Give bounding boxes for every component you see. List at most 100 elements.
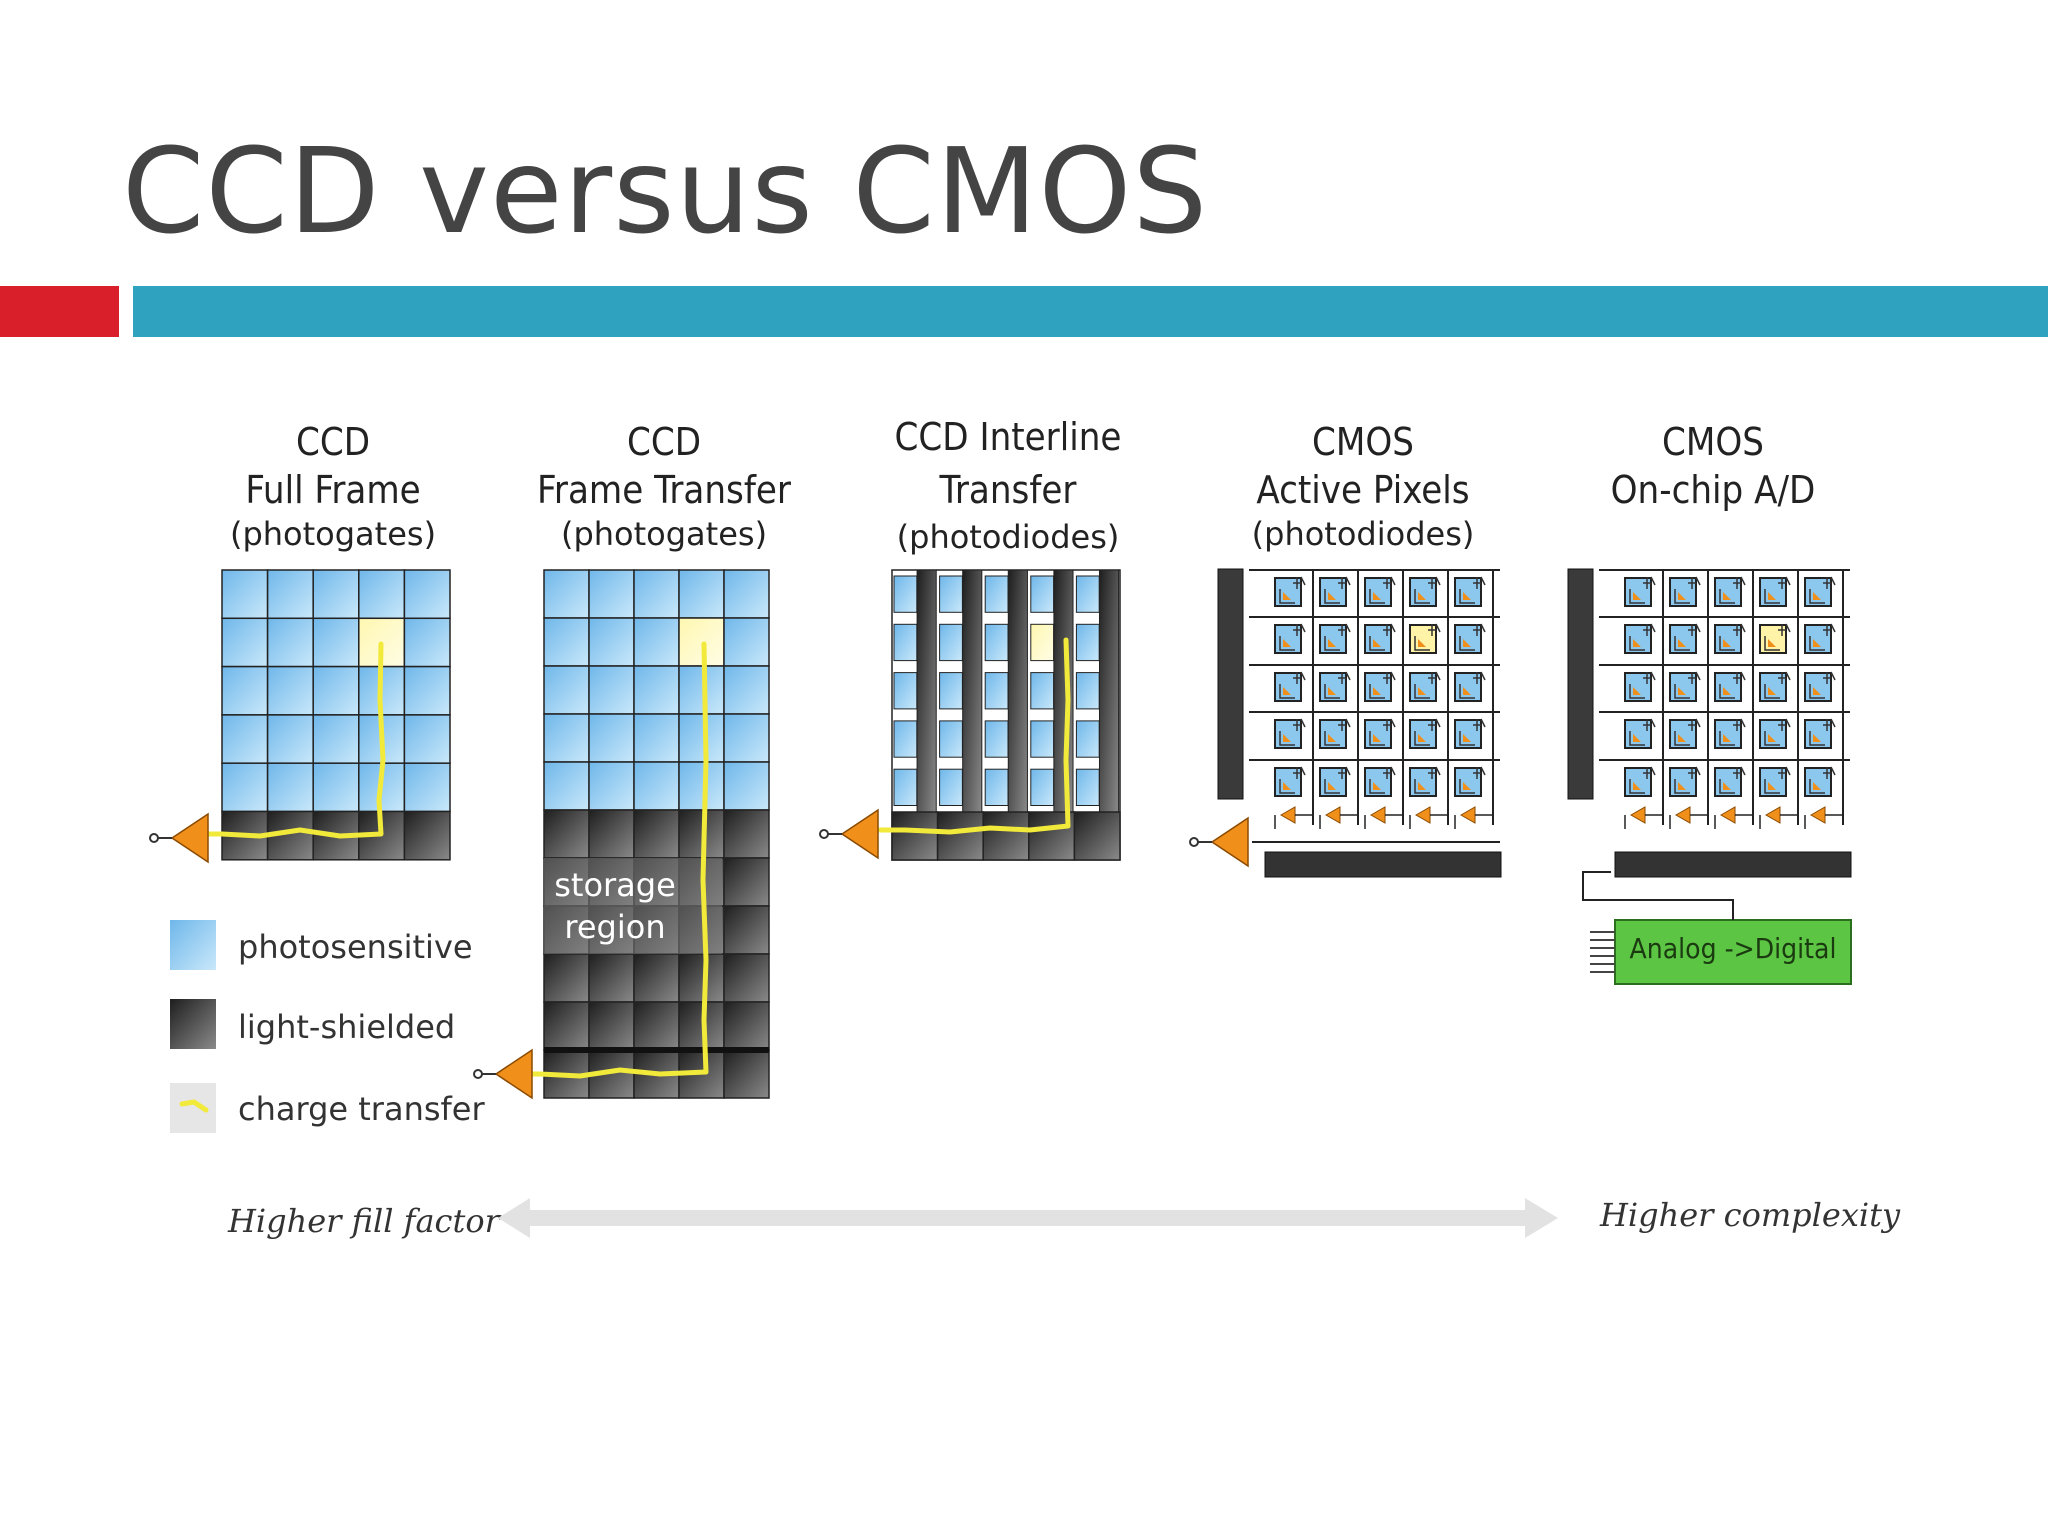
pixel-cell [633,569,680,619]
photodiode-cell [893,720,918,758]
photodiode-cell [939,575,963,613]
cmos-pixel [1714,623,1746,654]
pixel-cell [543,617,590,667]
shift-register-cell [1073,811,1121,861]
photodiode-cell [1075,672,1100,710]
pixel-cell [543,569,590,619]
panel-header-cmos-onchip-ad: CMOS On-chip A/D [1611,420,1816,512]
cmos-pixel [1759,576,1791,607]
cmos-pixel [1454,766,1486,797]
ccd-frame-transfer-array [473,569,770,1100]
cmos-pixel [1759,718,1791,749]
photodiode-cell [984,575,1009,613]
panel-header-line3: (photogates) [561,515,767,553]
photodiode-cell [1075,623,1100,662]
panel-header-line3: (photodiodes) [897,518,1120,556]
pixel-cell [221,617,269,668]
panel-header-line2: Active Pixels [1256,468,1469,512]
pixel-cell [678,713,725,763]
pixel-cell [723,713,770,763]
fill-factor-complexity-scale: Higher fill factor Higher complexity [227,1196,1901,1240]
pixel-cell [266,569,314,620]
photodiode-cell [1030,623,1055,662]
storage-region-label: storage region [554,866,676,946]
cmos-pixel [1454,718,1486,749]
storage-cell [633,809,680,859]
photodiode-cell [939,768,963,807]
storage-cell [723,905,770,955]
column-amplifier-icon [1414,806,1431,824]
storage-label-line2: region [564,908,665,946]
panel-header-line2: On-chip A/D [1611,468,1816,512]
cmos-pixel [1804,718,1836,749]
photodiode-cell [1030,720,1055,758]
cmos-pixel [1364,718,1396,749]
shift-register-cell [982,811,1030,861]
panel-header-line1: CCD Interline [895,415,1122,459]
photodiode-cell [939,720,963,758]
photodiode-cell [984,768,1009,807]
pixel-cell [723,569,770,619]
cmos-pixel [1669,671,1701,702]
pixel-cell [633,617,680,667]
cmos-pixel [1319,623,1351,654]
column-amplifier-icon [1764,806,1781,824]
legend: photosensitive light-shielded charge tra… [170,920,485,1133]
storage-cell [588,1001,635,1051]
column-amplifier-icon [1459,806,1476,824]
amplifier-icon [1210,816,1249,868]
storage-cell [633,953,680,1003]
column-amplifier-icon [1324,806,1341,824]
cmos-pixel [1759,671,1791,702]
pixel-cell [403,665,451,716]
shift-register-cell [1028,811,1076,861]
photodiode-cell [1075,575,1100,613]
pixel-cell [358,569,406,620]
output-node-icon [149,833,159,843]
photodiode-cell [984,672,1009,710]
cmos-pixel [1714,718,1746,749]
cmos-pixel [1624,576,1656,607]
cmos-pixel [1624,766,1656,797]
cmos-pixel [1624,718,1656,749]
pixel-cell [266,762,314,813]
legend-label: light-shielded [238,1008,455,1046]
storage-cell [543,953,590,1003]
light-shielded-swatch-icon [170,999,216,1049]
cmos-pixel [1669,766,1701,797]
pixel-cell [633,665,680,715]
storage-cell [723,1001,770,1051]
cmos-pixel [1319,718,1351,749]
ccd-full-frame-array [149,569,451,864]
pixel-cell [678,761,725,811]
cmos-active-pixel-array [1189,568,1502,878]
pixel-cell [588,761,635,811]
charge-transfer-path [519,641,709,1079]
cmos-pixel [1319,671,1351,702]
pixel-cell [312,665,360,716]
vertical-register [962,569,983,813]
storage-cell [543,1001,590,1051]
photodiode-cell [939,672,963,710]
cmos-pixel [1364,766,1396,797]
panel-header-ccd-full-frame: CCD Full Frame (photogates) [230,420,436,553]
pixel-cell [633,761,680,811]
pixel-cell [723,761,770,811]
panel-header-line3: (photogates) [230,515,436,553]
cmos-pixel [1274,718,1306,749]
slide-title: CCD versus CMOS [122,122,1209,260]
pixel-cell [312,762,360,813]
cmos-pixel [1274,576,1306,607]
cmos-pixel [1714,766,1746,797]
column-amplifier-icon [1629,806,1646,824]
storage-cell [678,953,725,1003]
cmos-pixel [1804,766,1836,797]
storage-cell [633,1001,680,1051]
pixel-cell [678,569,725,619]
column-amplifier-icon [1674,806,1691,824]
shift-register-cell [891,811,939,861]
shift-register-cell [403,810,451,861]
storage-cell [588,809,635,859]
charge-transfer-path [192,641,386,839]
